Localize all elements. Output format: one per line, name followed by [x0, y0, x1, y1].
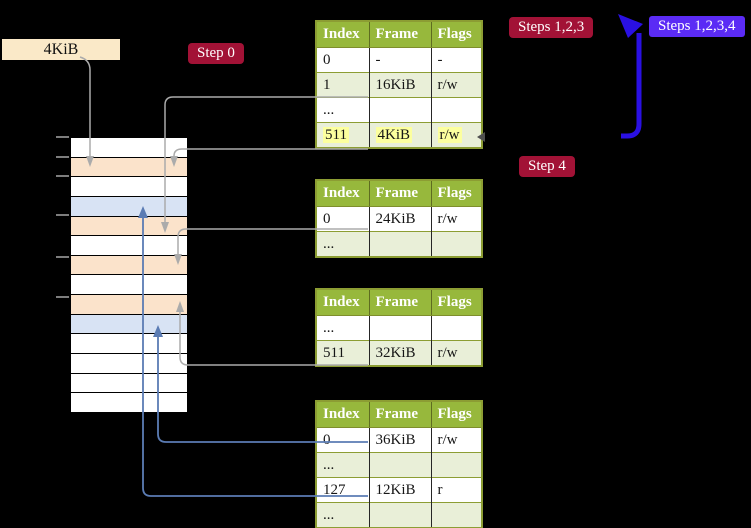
column-header-index: Index [316, 401, 369, 428]
table-row: ... [316, 231, 482, 257]
tick-mark [56, 175, 69, 177]
column-header-flags: Flags [430, 289, 482, 316]
column-header-index: Index [316, 21, 369, 48]
physical-memory-column [70, 137, 188, 413]
badge-step-0: Step 0 [188, 43, 244, 64]
column-header-flags: Flags [430, 401, 482, 428]
column-header-index: Index [316, 180, 369, 207]
badge-steps-1-2-3-4: Steps 1,2,3,4 [649, 16, 745, 37]
column-header-flags: Flags [430, 180, 482, 207]
table-row: ... [316, 452, 482, 478]
table-row: ... [316, 315, 482, 341]
tick-mark [56, 136, 69, 138]
arrow-root-entry511-to-4kib [170, 148, 368, 167]
arrow-steps-loop [618, 14, 643, 139]
column-header-frame: Frame [368, 289, 431, 316]
memory-frame-row-white [71, 393, 187, 412]
tick-mark [56, 296, 69, 298]
memory-frame-row-white [71, 354, 187, 374]
column-header-flags: Flags [430, 21, 482, 48]
column-header-frame: Frame [368, 180, 431, 207]
memory-frame-row-white [71, 334, 187, 355]
memory-frame-row-white [71, 138, 187, 158]
badge-step-4: Step 4 [519, 156, 575, 177]
memory-frame-row-white [71, 373, 187, 394]
memory-frame-row-white [71, 177, 187, 197]
badge-steps-1-2-3: Steps 1,2,3 [509, 17, 594, 38]
column-header-index: Index [316, 289, 369, 316]
memory-frame-row-orange [71, 255, 187, 276]
memory-frame-row-blue [71, 314, 187, 335]
memory-frame-row-orange [71, 295, 187, 315]
tick-mark [56, 256, 69, 258]
frame-size-label: 4KiB [2, 39, 120, 60]
table-row: ... [316, 502, 482, 528]
memory-frame-row-orange [71, 157, 187, 178]
memory-frame-row-blue [71, 196, 187, 217]
column-header-frame: Frame [368, 21, 431, 48]
table-row: 0-- [316, 47, 482, 73]
table-row: ... [316, 97, 482, 123]
tick-mark [56, 156, 69, 158]
memory-frame-row-orange [71, 216, 187, 237]
memory-frame-row-white [71, 275, 187, 296]
memory-frame-row-white [71, 236, 187, 256]
column-header-frame: Frame [368, 401, 431, 428]
tick-mark [56, 214, 69, 216]
